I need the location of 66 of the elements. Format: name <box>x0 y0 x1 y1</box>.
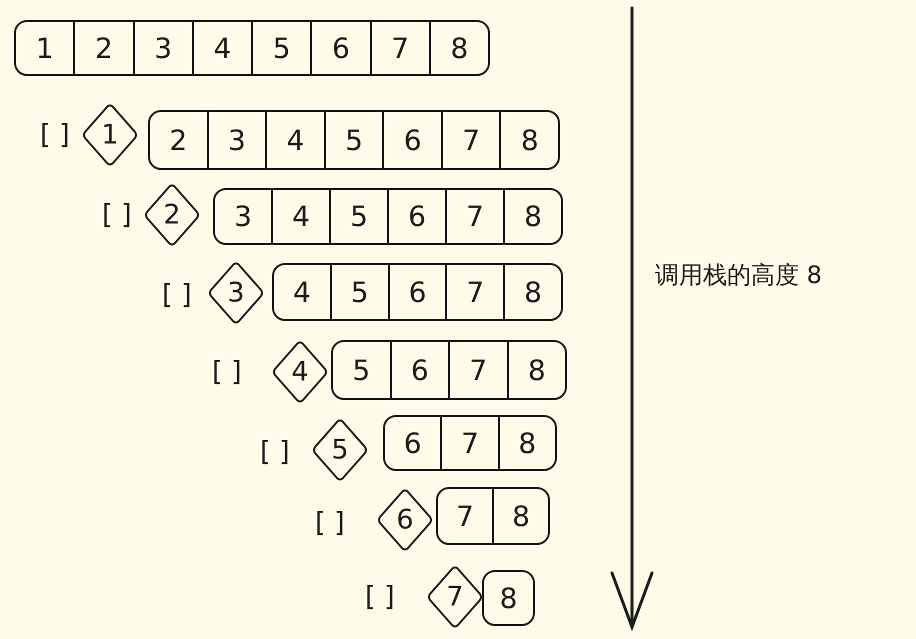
empty-list: [ ] <box>102 200 132 230</box>
array-cell: 8 <box>503 190 561 243</box>
empty-list: [ ] <box>315 508 345 538</box>
array-cell: 2 <box>73 22 132 74</box>
array-cell: 5 <box>330 265 388 319</box>
diamond-number: 5 <box>330 434 350 466</box>
array-cell: 4 <box>192 22 251 74</box>
array-box <box>331 340 567 400</box>
array-cell-text: 8 <box>498 580 518 616</box>
array-cell: 6 <box>390 342 448 398</box>
diamond-shape <box>312 419 368 481</box>
diamond-shape <box>427 566 483 628</box>
array-cell: 4 <box>271 190 329 243</box>
array-cell: 6 <box>388 265 446 319</box>
diamond-number: 4 <box>290 356 310 388</box>
stack-height-label: 调用栈的高度 8 <box>655 260 822 291</box>
array-cell: 7 <box>445 190 503 243</box>
array-cell: 8 <box>499 112 558 168</box>
array-box <box>213 188 563 245</box>
array-box <box>383 415 557 471</box>
diamond-number: 3 <box>226 278 246 308</box>
array-box <box>436 487 550 545</box>
array-cell: 7 <box>445 265 504 319</box>
empty-list: [ ] <box>40 120 70 150</box>
diamond-number: 6 <box>395 504 415 536</box>
array-cell: 8 <box>492 489 548 543</box>
array-cell: 7 <box>440 112 500 168</box>
array-cell: 5 <box>251 22 310 74</box>
array-cell-text: 2 <box>168 122 188 158</box>
array-cell: 3 <box>132 22 192 74</box>
array-cell: 7 <box>370 22 429 74</box>
array-cell: 6 <box>310 22 370 74</box>
array-cell-text: 5 <box>351 352 372 388</box>
array-cell: 8 <box>503 265 561 319</box>
array-cell-text: 3 <box>233 199 253 235</box>
empty-list: [ ] <box>260 436 290 468</box>
array-box <box>148 110 560 170</box>
array-cell: 3 <box>206 112 266 168</box>
array-cell: 6 <box>382 112 441 168</box>
diamond-shape <box>377 489 433 551</box>
array-cell: 5 <box>324 112 382 168</box>
array-cell-text: 6 <box>402 426 423 462</box>
array-box <box>272 263 563 321</box>
array-box <box>482 570 535 626</box>
array-cell-text: 7 <box>455 498 475 534</box>
array-cell-text: 4 <box>292 274 312 310</box>
array-cell: 6 <box>387 190 445 243</box>
array-cell: 8 <box>498 417 555 469</box>
diamond-number: 2 <box>162 200 182 230</box>
diamond-shape <box>144 184 200 246</box>
array-cell: 4 <box>265 112 324 168</box>
array-cell: 8 <box>428 22 488 74</box>
empty-list: [ ] <box>162 280 192 310</box>
array-cell-text: 1 <box>34 30 55 66</box>
empty-list: [ ] <box>212 356 242 388</box>
diamond-shape <box>208 262 264 324</box>
array-cell: 5 <box>329 190 387 243</box>
array-cell: 7 <box>440 417 498 469</box>
array-cell: 7 <box>448 342 506 398</box>
diamond-shape <box>272 341 328 403</box>
empty-list: [ ] <box>365 582 395 612</box>
diamond-number: 7 <box>445 582 465 612</box>
diamond-shape <box>82 104 138 166</box>
diamond-number: 1 <box>100 120 120 150</box>
array-cell: 8 <box>506 342 565 398</box>
array-box <box>14 20 490 76</box>
